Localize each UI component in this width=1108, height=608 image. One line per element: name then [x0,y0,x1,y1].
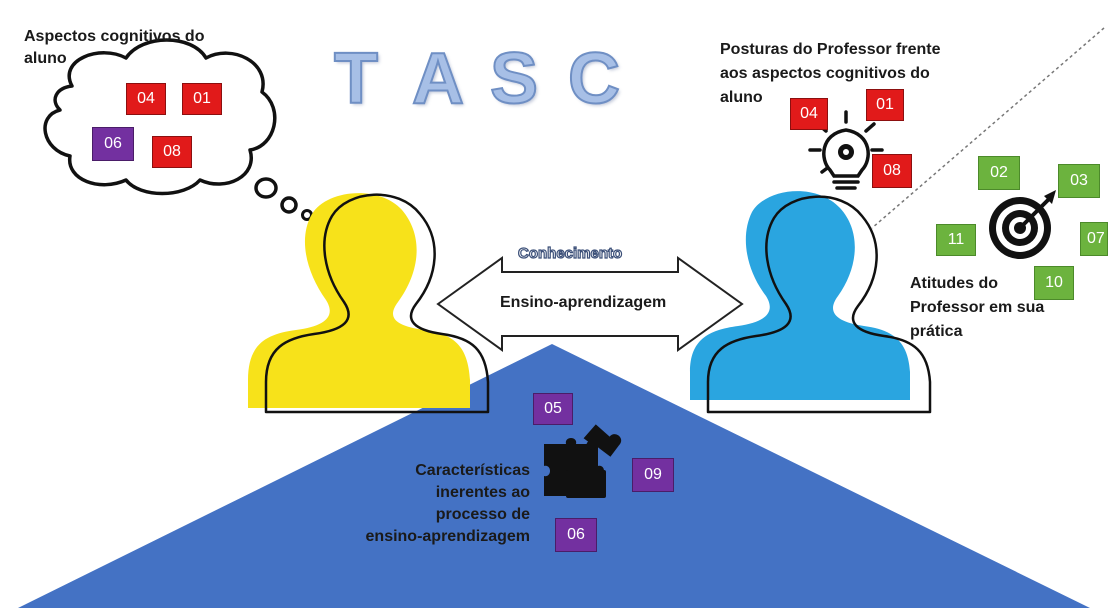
postures-badge-04: 04 [790,98,828,130]
attitudes-caption: Atitudes do Professor em sua prática [910,272,1044,344]
puzzle-pieces-icon [544,424,622,498]
teacher-silhouette [690,191,932,414]
student-badge-08: 08 [152,136,192,168]
student-badge-01: 01 [182,83,222,115]
process-badge-09: 09 [632,458,674,492]
attitudes-caption-line: prática [910,323,963,340]
postures-caption-line: aos aspectos cognitivos do [720,65,930,82]
attitudes-caption-line: Professor em sua [910,299,1045,316]
postures-caption: Posturas do Professor frente aos aspecto… [720,38,941,110]
process-badge-06: 06 [555,518,597,552]
attitudes-badge-02: 02 [978,156,1020,190]
student-silhouette [248,193,490,414]
arrow-top-label: Conhecimento [517,244,623,262]
student-badge-06: 06 [92,127,134,161]
arrow-inner-label: Ensino-aprendizagem [500,294,667,311]
title-letter-s: S [489,38,539,120]
process-caption-line: inerentes ao [435,484,530,501]
student-badge-04: 04 [126,83,166,115]
postures-caption-line: Posturas do Professor frente [720,41,941,58]
student-caption-line: aluno [24,50,67,67]
postures-badge-08: 08 [872,154,912,188]
attitudes-caption-line: Atitudes do [910,275,998,292]
attitudes-badge-11: 11 [936,224,976,256]
title-letter-a: A [411,38,465,120]
attitudes-badge-03: 03 [1058,164,1100,198]
student-caption: Aspectos cognitivos do aluno [24,26,204,70]
postures-caption-line: aluno [720,89,763,106]
student-caption-line: Aspectos cognitivos do [24,28,205,45]
attitudes-badge-07: 07 [1080,222,1108,256]
double-arrow [436,256,744,352]
lightbulb-gear-icon [808,110,884,190]
attitudes-badge-10: 10 [1034,266,1074,300]
process-badge-05: 05 [533,393,573,425]
target-arrow-icon [989,190,1056,259]
process-caption: Características inerentes ao processo de… [330,460,530,548]
process-caption-line: processo de [435,506,530,523]
process-caption-line: ensino-aprendizagem [365,528,530,545]
title-letter-t: T [333,38,379,120]
postures-badge-01: 01 [866,89,904,121]
process-caption-line: Características [415,462,530,479]
title-letter-c: C [567,38,621,120]
